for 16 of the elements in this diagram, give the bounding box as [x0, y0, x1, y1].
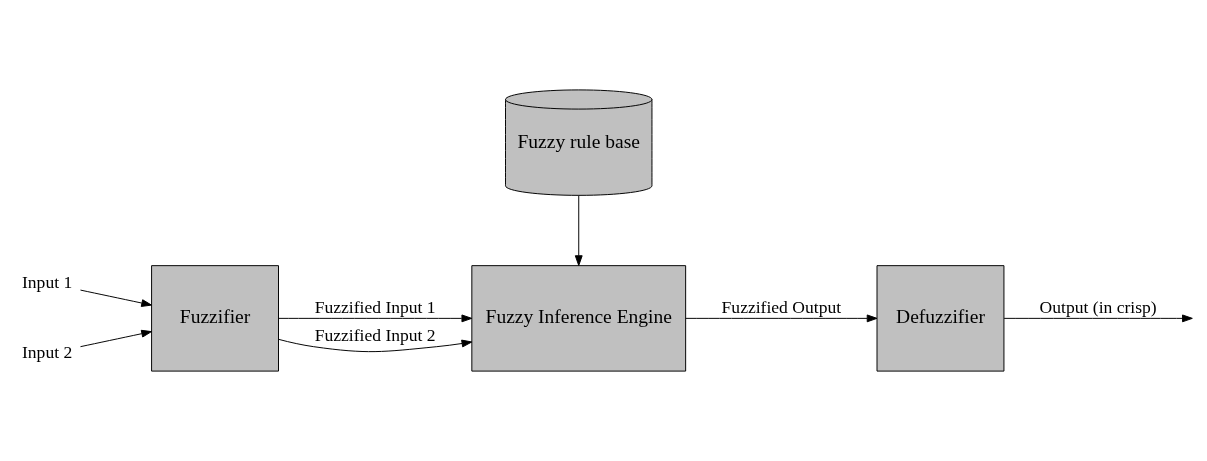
node-box: Defuzzifier	[876, 265, 1005, 372]
arrow	[574, 194, 583, 266]
edge-label: Output (in crisp)	[1039, 296, 1157, 317]
arrow	[278, 314, 473, 323]
node-box: Fuzzy Inference Engine	[471, 265, 687, 372]
arrow	[1003, 314, 1193, 323]
edge-label: Fuzzified Output	[721, 296, 842, 317]
node-text: Input 1	[21, 271, 73, 292]
node-text: Input 2	[21, 341, 73, 362]
node-box: Fuzzifier	[151, 265, 279, 372]
arrow	[80, 329, 152, 348]
edge-label: Fuzzified Input 2	[314, 325, 436, 346]
arrow	[685, 314, 878, 323]
arrow	[80, 289, 152, 307]
arrow	[278, 338, 473, 353]
edge-label: Fuzzified Input 1	[314, 296, 436, 317]
